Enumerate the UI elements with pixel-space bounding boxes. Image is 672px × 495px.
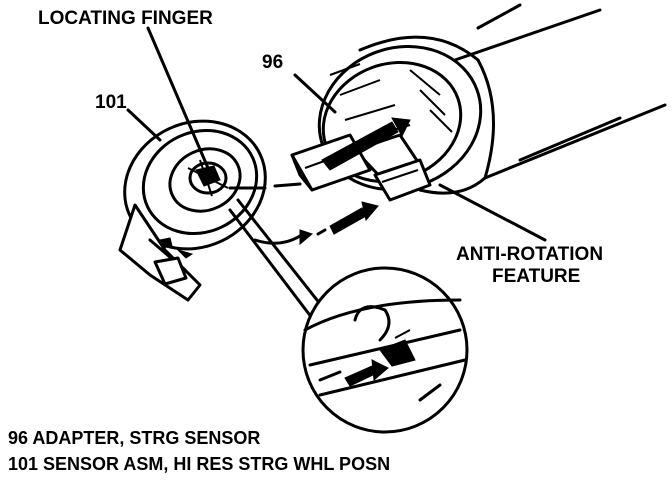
steering-column-housing	[317, 3, 667, 202]
legend-line-101: 101 SENSOR ASM, HI RES STRG WHL POSN	[8, 454, 390, 474]
anti-rotation-label-line2: FEATURE	[492, 266, 580, 287]
locating-finger-label: LOCATING FINGER	[38, 8, 213, 29]
part-96-callout: 96	[262, 52, 283, 73]
leader-locating-finger	[146, 26, 210, 170]
part-101-callout: 101	[95, 92, 127, 113]
assembly-arrows	[228, 182, 379, 246]
leader-101	[126, 108, 162, 142]
anti-rotation-label-line1: ANTI-ROTATION	[456, 244, 603, 265]
sensor-assembly-101	[118, 119, 267, 302]
detail-inset	[228, 198, 469, 434]
leader-anti-rotation	[438, 183, 547, 242]
leader-lines	[126, 26, 547, 242]
adapter-96	[290, 117, 411, 192]
legend-line-96: 96 ADAPTER, STRG SENSOR	[8, 428, 260, 448]
leader-96	[293, 73, 337, 114]
